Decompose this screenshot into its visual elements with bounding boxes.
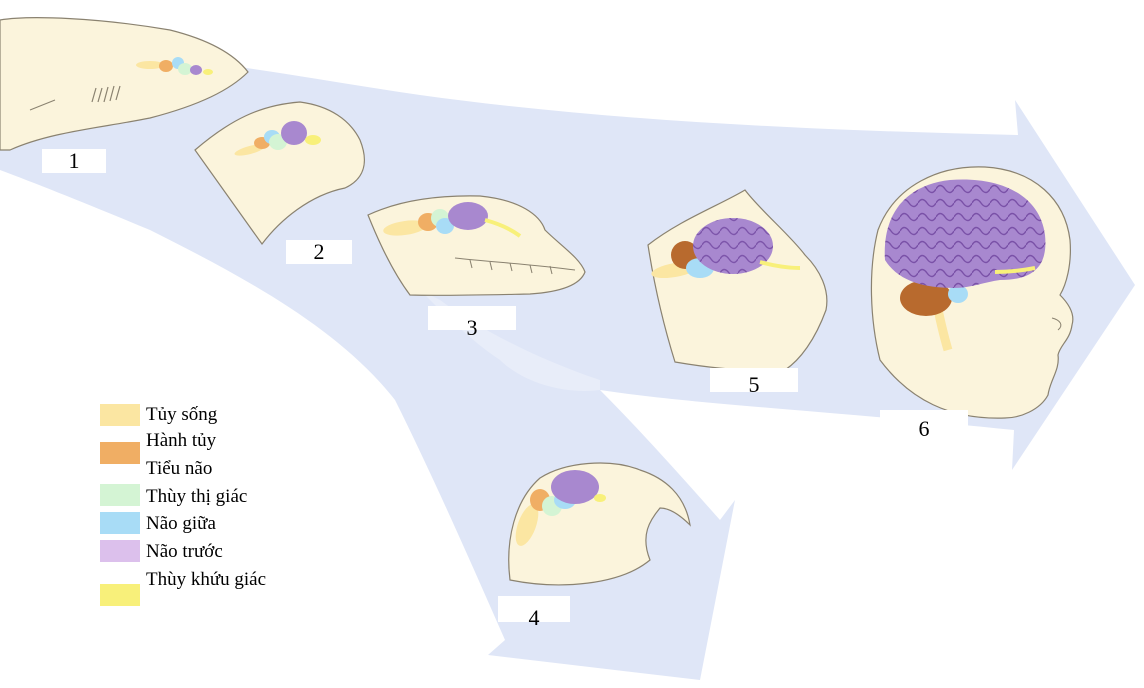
legend-label-thuy-thi-giac: Thùy thị giác — [146, 486, 247, 508]
legend-label-nao-truoc: Não trước — [146, 541, 223, 563]
legend-swatch-nao-giua — [100, 512, 140, 534]
stage-label-1: 1 — [42, 149, 106, 173]
legend-label-nao-giua: Não giữa — [146, 513, 216, 535]
legend-swatch-tuy-song — [100, 404, 140, 426]
legend-swatch-nao-truoc — [100, 540, 140, 562]
legend-swatch-tieu-nao — [100, 464, 140, 486]
stage-label-2: 2 — [286, 240, 352, 264]
legend-swatch-thuy-khuu-giac — [100, 584, 140, 606]
legend-label-thuy-khuu-giac: Thùy khứu giác — [146, 569, 266, 591]
brain-parts-legend: Tủy sống Hành tủy Tiểu não Thùy thị giác… — [100, 400, 340, 610]
stage-label-4: 4 — [498, 596, 570, 622]
legend-label-tuy-song: Tủy sống — [146, 404, 217, 426]
stage-label-5: 5 — [710, 368, 798, 392]
stage-label-3: 3 — [428, 306, 516, 330]
human-head — [871, 167, 1072, 418]
legend-swatch-thuy-thi-giac — [100, 484, 140, 506]
stage-label-6: 6 — [880, 410, 968, 434]
legend-label-hanh-tuy: Hành tủy — [146, 430, 216, 452]
legend-swatch-hanh-tuy — [100, 442, 140, 464]
legend-label-tieu-nao: Tiểu não — [146, 458, 212, 480]
